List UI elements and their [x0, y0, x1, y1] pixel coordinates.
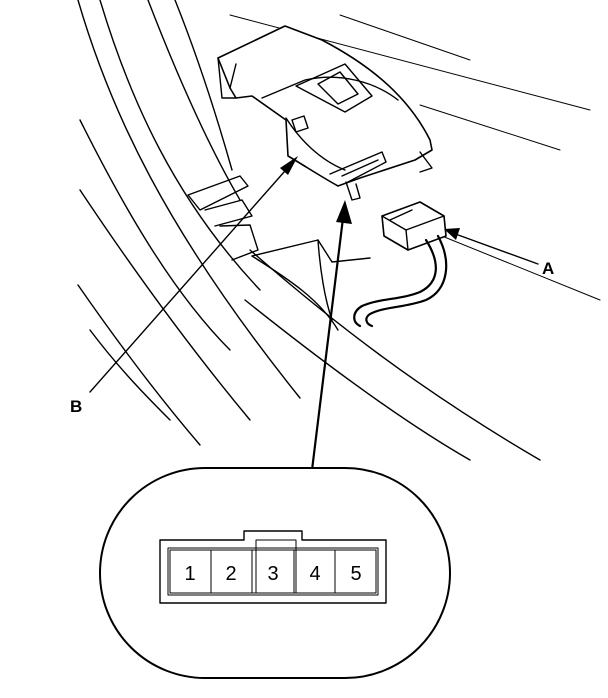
leader-lines: [89, 156, 539, 472]
mounting-bracket: [187, 175, 371, 331]
pin-label: 5: [350, 563, 361, 585]
pin-label: 2: [225, 563, 236, 585]
connector-terminal-view: 1 2 3 4 5: [99, 467, 451, 679]
harness-connector: [353, 201, 448, 328]
pin-label: 1: [184, 563, 195, 585]
callout-b: B: [70, 397, 82, 416]
pin-label: 3: [267, 563, 278, 585]
pin-label: 4: [309, 563, 320, 585]
callout-a: A: [542, 259, 554, 278]
pin-3-key: [255, 539, 297, 594]
connector-pins: 1 2 3 4 5: [169, 539, 377, 594]
power-window-switch: [217, 25, 433, 201]
pin-cavity: [334, 549, 377, 594]
